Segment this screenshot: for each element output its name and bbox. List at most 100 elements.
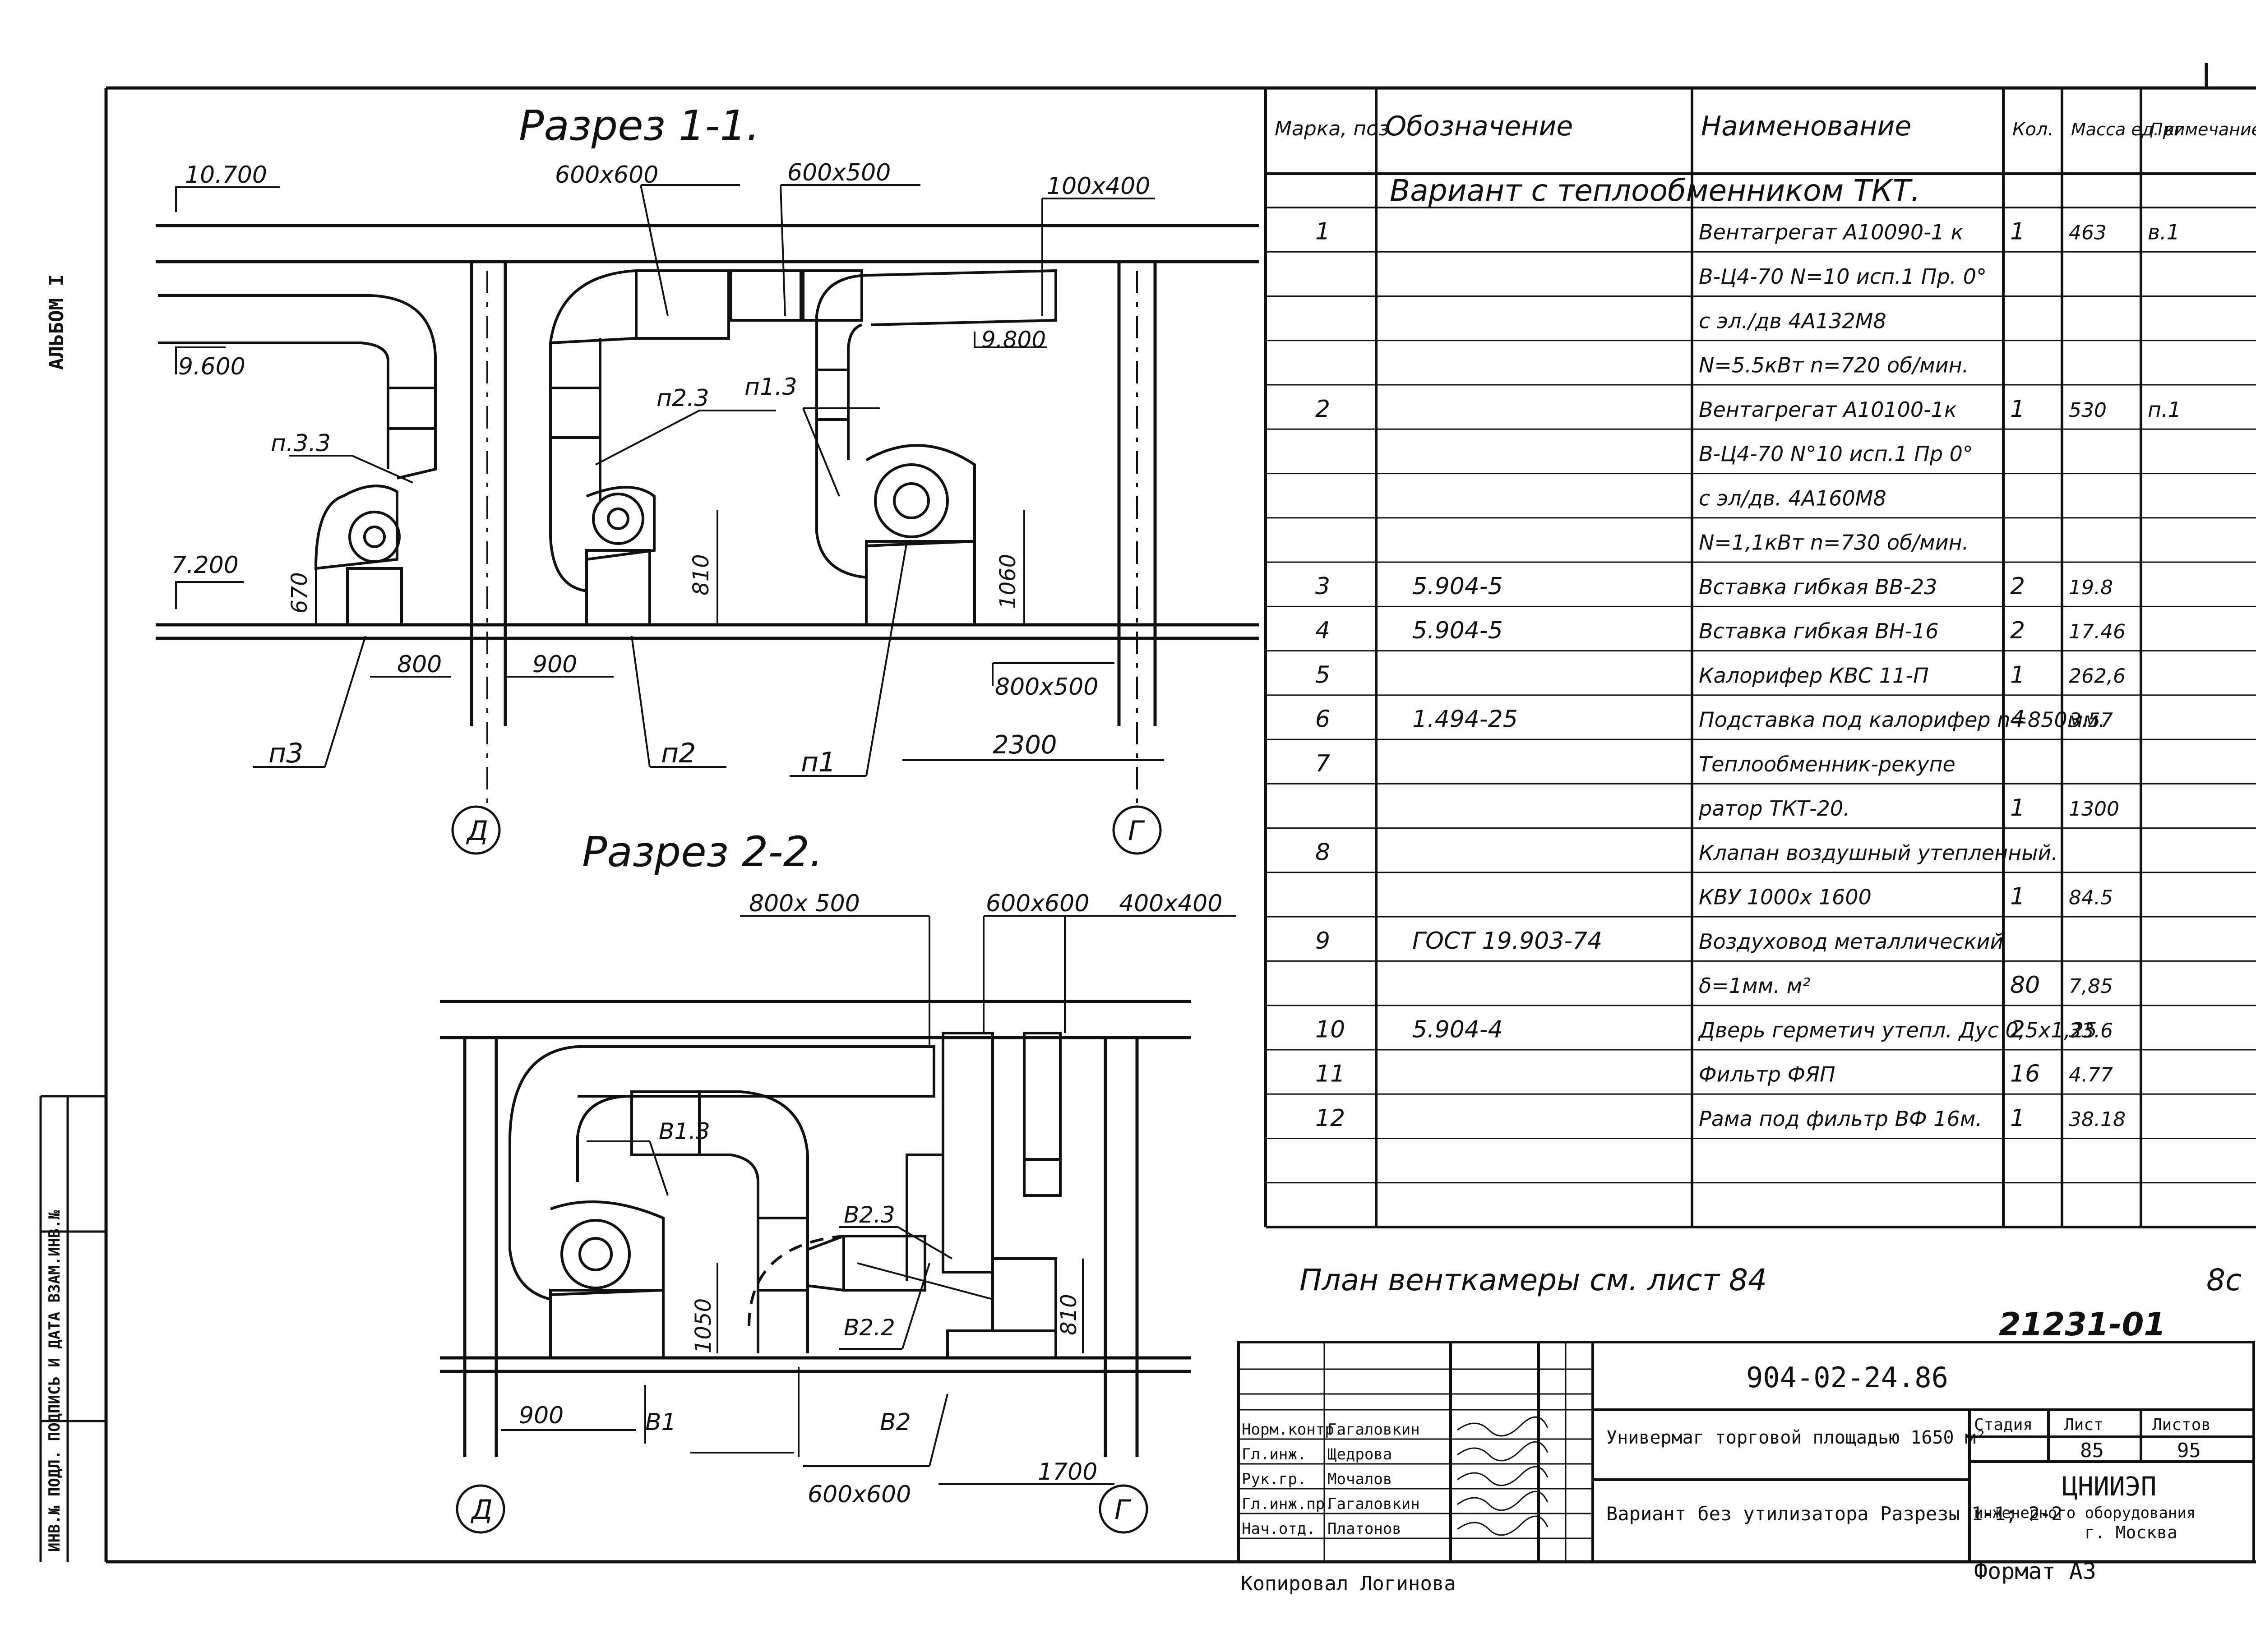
spec-header-5: Примечание [2150, 120, 2256, 139]
signature [1457, 1490, 1549, 1511]
axis-d-1: Д [451, 805, 501, 855]
spec-cell: 4 [1315, 617, 1330, 644]
spec-header-2: Наименование [1701, 111, 1911, 142]
size-600x600: 600х600 [555, 162, 658, 189]
spec-cell: 463 [2069, 221, 2107, 245]
dim-1060: 1060 [995, 554, 1021, 609]
spec-cell: с эл./дв 4А132М8 [1699, 309, 1886, 333]
spec-header-4: Масса ед. кг [2071, 120, 2184, 139]
org-city: г. Москва [2085, 1523, 2177, 1542]
dim-670: 670 [287, 572, 312, 614]
spec-cell: Подставка под калорифер n=850мм. [1699, 708, 2105, 732]
dim-1050: 1050 [691, 1298, 716, 1353]
svg-text:Д: Д [466, 815, 488, 847]
spec-cell: 33.6 [2069, 1019, 2113, 1042]
signature [1457, 1466, 1549, 1486]
project-name: Универмаг торговой площадью 1650 м² [1606, 1427, 1987, 1448]
spec-cell: 1 [2010, 883, 2025, 910]
dim-810: 810 [689, 554, 714, 595]
spec-cell: ратор ТКТ-20. [1698, 796, 1850, 821]
tb-role: Норм.контр. [1242, 1421, 1343, 1439]
spec-cell: 5.904-4 [1412, 1016, 1503, 1043]
spec-cell: 5.904-5 [1412, 617, 1503, 644]
mark-p23: п2.3 [656, 385, 709, 412]
spec-cell: Дверь герметич утепл. Дус 0,5х1,25 [1698, 1018, 2097, 1042]
size-800x500-2: 800х 500 [749, 890, 860, 917]
title-block: Норм.контр.ГагаловкинГл.инж.ЩедроваРук.г… [1237, 1341, 2255, 1595]
spec-cell: 1 [1315, 218, 1330, 245]
spec-cell: ГОСТ 19.903-74 [1412, 928, 1602, 955]
org-name: ЦНИИЭП [2062, 1471, 2157, 1502]
dim-1700: 1700 [1038, 1458, 1097, 1486]
size-600x600-bottom: 600х600 [808, 1481, 911, 1508]
spec-cell: 530 [2069, 399, 2107, 422]
spec-cell: Клапан воздушный утепленный. [1699, 840, 2058, 865]
mark-v13: В1.3 [659, 1118, 710, 1144]
spec-cell: 1 [2010, 661, 2025, 688]
spec-cell: В-Ц4-70 N°10 исп.1 Пр 0° [1699, 442, 1973, 466]
size-600x500: 600х500 [787, 159, 891, 186]
mark-p3: п3 [268, 738, 303, 769]
tb-role: Рук.гр. [1242, 1470, 1306, 1488]
tb-name: Платонов [1327, 1520, 1401, 1538]
mark-p1: п1 [801, 747, 836, 778]
signature [1457, 1515, 1549, 1536]
spec-cell: 1 [2010, 794, 2025, 821]
left-approval-strip: АЛЬБОМ I ИНВ.№ ПОДЛ. ПОДПИСЬ И ДАТА ВЗАМ… [39, 274, 106, 1562]
sheet-title: Вариант без утилизатора Разрезы 1-1; 2-2 [1606, 1503, 2062, 1525]
size-400x400-2: 400х400 [1119, 890, 1222, 917]
tb-name: Гагаловкин [1327, 1421, 1420, 1439]
spec-header-1: Обозначение [1385, 111, 1573, 142]
spec-cell: Фильтр ФЯП [1699, 1062, 1835, 1087]
dim-800: 800 [397, 651, 442, 678]
spec-cell: 1300 [2069, 798, 2119, 821]
signature [1457, 1441, 1549, 1462]
spec-cell: 16 [2010, 1061, 2040, 1088]
signature [1457, 1416, 1549, 1437]
plan-note: План венткамеры см. лист 84 [1299, 1263, 1767, 1297]
spec-cell: 7,85 [2069, 975, 2113, 998]
spec-cell: 38.18 [2069, 1108, 2126, 1131]
spec-cell: 1.494-25 [1412, 706, 1518, 733]
spec-cell: 3 [1315, 573, 1330, 600]
tb-name: Мочалов [1327, 1470, 1392, 1488]
dim-2300: 2300 [993, 730, 1057, 760]
spec-cell: 4.77 [2069, 1064, 2113, 1087]
spec-cell: 2 [2010, 573, 2025, 600]
spec-cell: 2 [2010, 1016, 2025, 1043]
mark-p33: п.3.3 [271, 430, 331, 457]
spec-cell: Вентагрегат А10100-1к [1699, 397, 1957, 422]
spec-cell: 7 [1315, 750, 1330, 777]
spec-cell: п.1 [2148, 397, 2181, 422]
spec-cell: 19.8 [2069, 576, 2113, 599]
spec-cell: Теплообменник-рекупе [1699, 752, 1956, 776]
section-1-1: Разрез 1-1. [156, 102, 1259, 855]
svg-text:Г: Г [1114, 1494, 1132, 1526]
spec-header-0: Марка, поз. [1275, 117, 1395, 140]
spec-cell: 5.904-5 [1412, 573, 1503, 600]
spec-cell: 1 [2010, 396, 2025, 423]
spec-cell: 17.46 [2069, 620, 2126, 643]
tb-name: Гагаловкин [1327, 1495, 1420, 1513]
dim-900: 900 [532, 651, 577, 678]
spec-cell: N=5.5кВт n=720 об/мин. [1699, 353, 1969, 378]
mark-v1: В1 [645, 1409, 676, 1436]
doc-number: 21231-01 [1999, 1306, 2166, 1343]
tb-role: Гл.инж.пр. [1242, 1495, 1334, 1513]
level-7200: 7.200 [171, 552, 239, 579]
spec-cell: 80 [2010, 972, 2040, 999]
sheet-number: 85 [2080, 1439, 2104, 1462]
project-code: 904-02-24.86 [1746, 1361, 1948, 1394]
section-2-2: Разрез 2-2. [440, 828, 1236, 1534]
spec-cell: Вставка гибкая ВН-16 [1699, 619, 1939, 643]
spec-cell: 5 [1315, 661, 1330, 688]
size-800x500: 800х500 [995, 674, 1098, 701]
section-2-title: Разрез 2-2. [582, 828, 823, 876]
spec-cell: в.1 [2148, 220, 2180, 245]
mark-v23: В2.3 [844, 1202, 895, 1228]
spec-cell: δ=1мм. м² [1699, 974, 1811, 998]
spec-cell: 4 [2010, 706, 2025, 733]
spec-cell: КВУ 1000х 1600 [1699, 885, 1872, 909]
tb-role: Нач.отд. [1242, 1520, 1316, 1538]
spec-cell: В-Ц4-70 N=10 исп.1 Пр. 0° [1699, 264, 1987, 289]
